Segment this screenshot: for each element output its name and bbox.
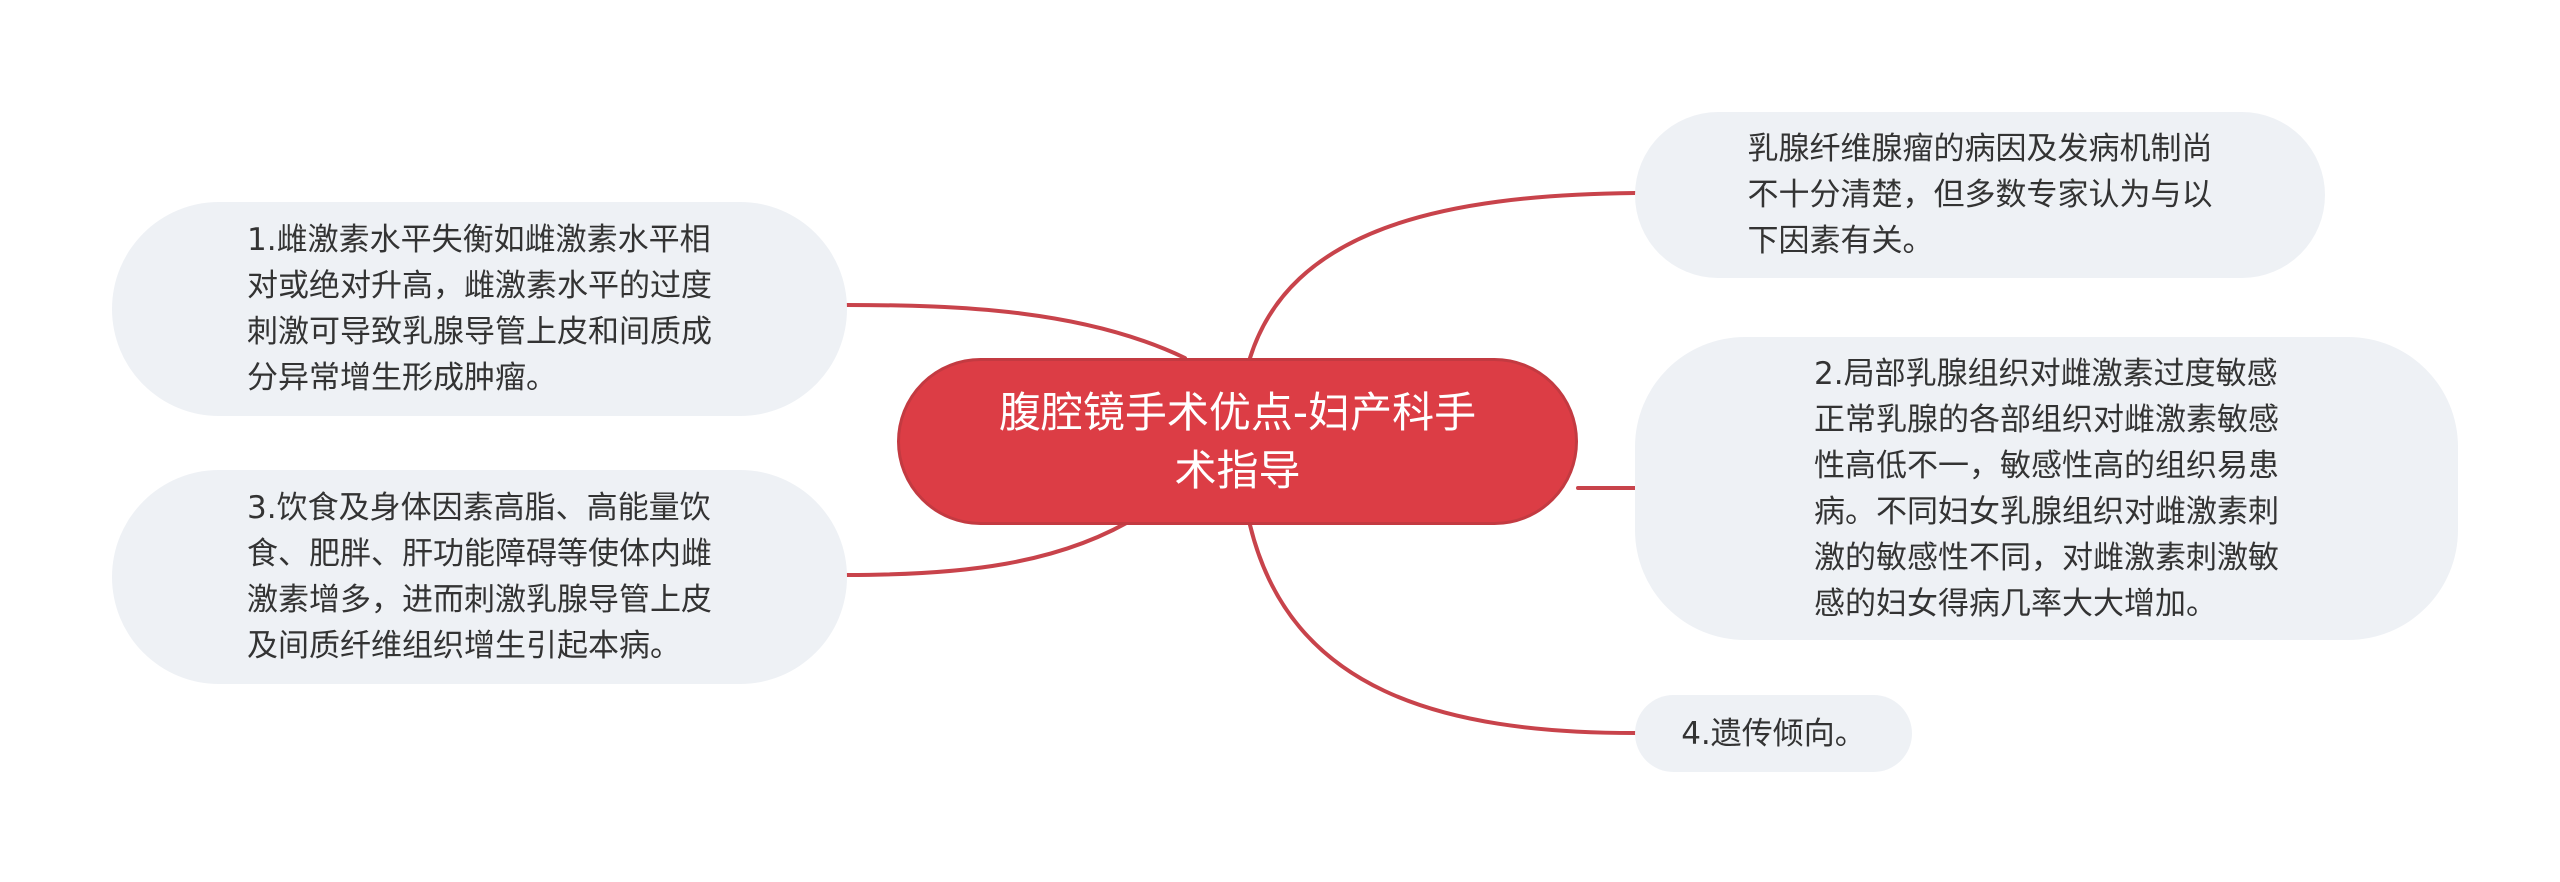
topic-right-2[interactable]: 2.局部乳腺组织对雌激素过度敏感 正常乳腺的各部组织对雌激素敏感 性高低不一，敏…	[1635, 337, 2458, 640]
central-topic-line: 腹腔镜手术优点-妇产科手	[998, 387, 1477, 437]
topic-line: 对或绝对升高，雌激素水平的过度	[247, 268, 712, 304]
link-left-2	[845, 513, 1142, 577]
topic-line: 刺激可导致乳腺导管上皮和间质成	[247, 314, 712, 350]
topic-line: 4.遗传倾向。	[1681, 715, 1866, 752]
topic-line: 感的妇女得病几率大大增加。	[1814, 585, 2217, 622]
link-left-1	[845, 303, 1187, 360]
topic-left-2[interactable]: 3.饮食及身体因素高脂、高能量饮 食、肥胖、肝功能障碍等使体内雌 激素增多，进而…	[112, 470, 847, 684]
topic-line: 激素增多，进而刺激乳腺导管上皮	[247, 582, 712, 618]
topic-line: 不十分清楚，但多数专家认为与以	[1747, 177, 2213, 213]
central-topic-line: 术指导	[1174, 445, 1301, 495]
topic-line: 3.饮食及身体因素高脂、高能量饮	[247, 490, 711, 526]
link-right-1	[1248, 191, 1637, 360]
topic-line: 病。不同妇女乳腺组织对雌激素刺	[1814, 493, 2279, 530]
topic-right-2-text: 2.局部乳腺组织对雌激素过度敏感 正常乳腺的各部组织对雌激素敏感 性高低不一，敏…	[1814, 351, 2279, 627]
topic-left-2-text: 3.饮食及身体因素高脂、高能量饮 食、肥胖、肝功能障碍等使体内雌 激素增多，进而…	[247, 485, 712, 669]
link-right-3	[1248, 523, 1637, 735]
topic-line: 下因素有关。	[1747, 223, 1934, 259]
topic-right-1[interactable]: 乳腺纤维腺瘤的病因及发病机制尚 不十分清楚，但多数专家认为与以 下因素有关。	[1635, 112, 2325, 278]
central-topic-text: 腹腔镜手术优点-妇产科手 术指导	[999, 384, 1476, 500]
topic-line: 正常乳腺的各部组织对雌激素敏感	[1814, 401, 2279, 438]
topic-right-3-text: 4.遗传倾向。	[1681, 711, 1866, 757]
topic-left-1[interactable]: 1.雌激素水平失衡如雌激素水平相 对或绝对升高，雌激素水平的过度 刺激可导致乳腺…	[112, 202, 847, 416]
topic-left-1-text: 1.雌激素水平失衡如雌激素水平相 对或绝对升高，雌激素水平的过度 刺激可导致乳腺…	[247, 217, 712, 401]
topic-line: 性高低不一，敏感性高的组织易患	[1814, 447, 2279, 484]
topic-line: 激的敏感性不同，对雌激素刺激敏	[1814, 539, 2279, 576]
topic-line: 2.局部乳腺组织对雌激素过度敏感	[1814, 355, 2278, 392]
central-topic[interactable]: 腹腔镜手术优点-妇产科手 术指导	[897, 358, 1578, 525]
topic-right-1-text: 乳腺纤维腺瘤的病因及发病机制尚 不十分清楚，但多数专家认为与以 下因素有关。	[1748, 126, 2213, 264]
topic-line: 1.雌激素水平失衡如雌激素水平相	[247, 222, 711, 258]
topic-line: 及间质纤维组织增生引起本病。	[247, 628, 681, 664]
topic-line: 乳腺纤维腺瘤的病因及发病机制尚	[1747, 131, 2213, 167]
topic-line: 食、肥胖、肝功能障碍等使体内雌	[247, 536, 712, 572]
topic-right-3[interactable]: 4.遗传倾向。	[1635, 695, 1912, 772]
topic-line: 分异常增生形成肿瘤。	[247, 360, 557, 396]
